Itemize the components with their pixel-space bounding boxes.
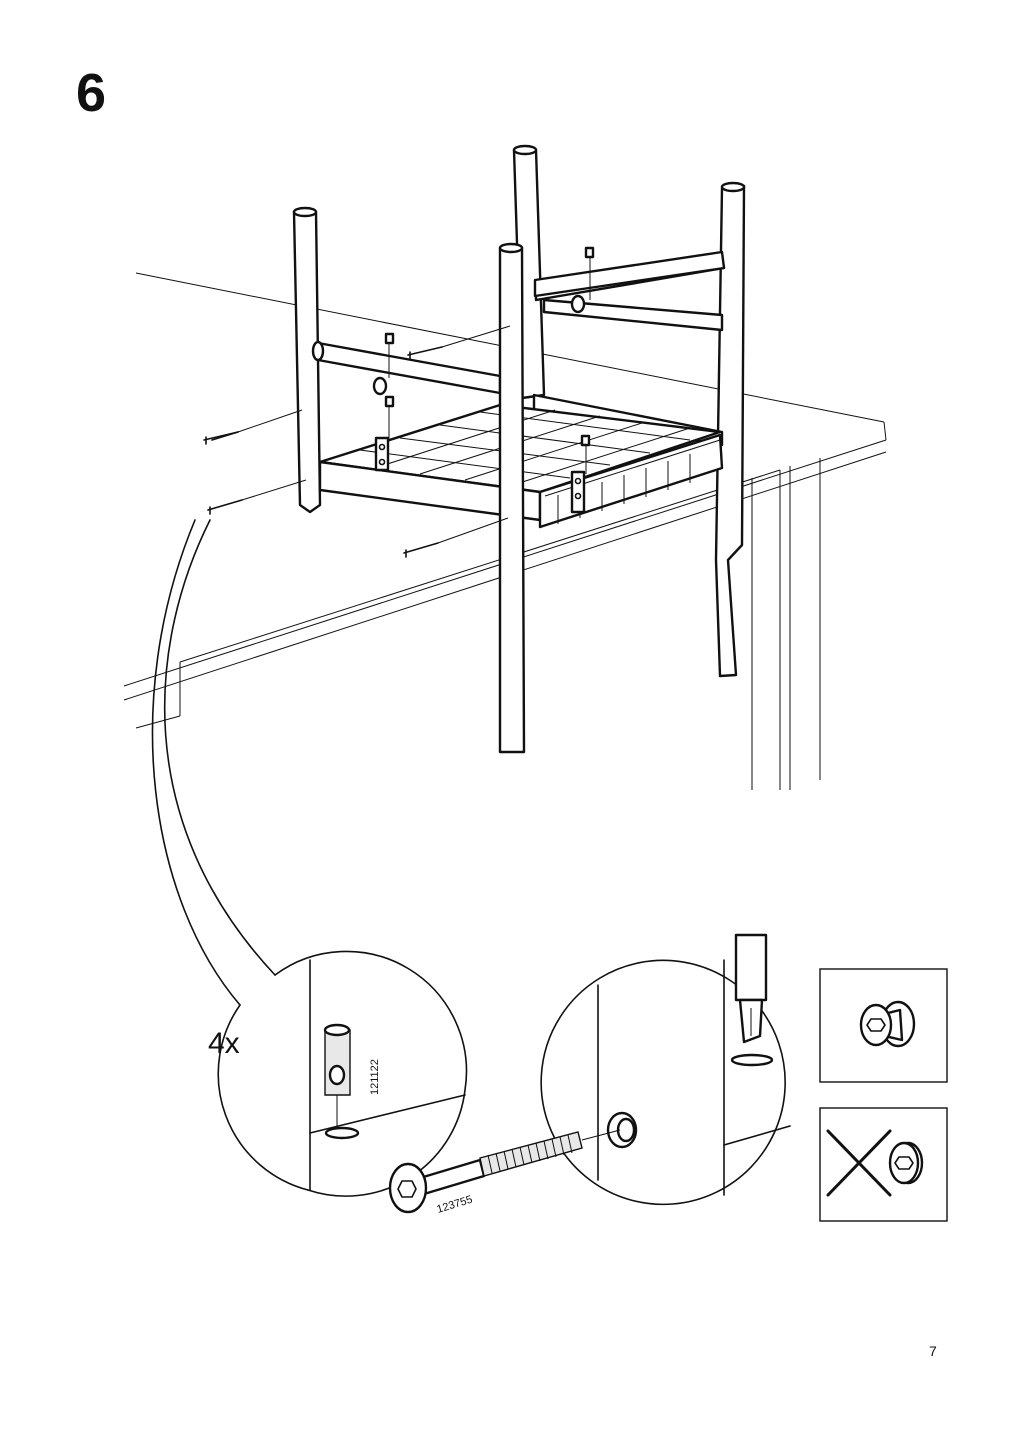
callout-tail-a [163,519,276,976]
check-box-correct [819,968,948,1083]
barrel-nut-part-number: 121122 [369,1059,381,1095]
chair-frame [292,144,746,754]
bolt-3 [403,517,509,558]
hex-key-drawing [734,933,768,1044]
quantity-label: 4x [208,1027,240,1060]
callout-tail-b [151,519,241,1006]
bolt-4 [407,325,511,360]
fasteners [203,246,595,558]
bolt-1 [203,409,303,445]
cross-mark-b [826,1129,892,1197]
detail-circle-barrel-nut [217,950,468,1197]
step-number: 6 [76,63,107,123]
bolt-123755-drawing [388,1129,621,1214]
detail-circle-bolt [540,959,791,1206]
check-box-incorrect [819,1107,948,1222]
bolt-2 [207,479,307,515]
page-number: 7 [929,1343,937,1359]
bolt-part-number: 123755 [435,1194,474,1216]
